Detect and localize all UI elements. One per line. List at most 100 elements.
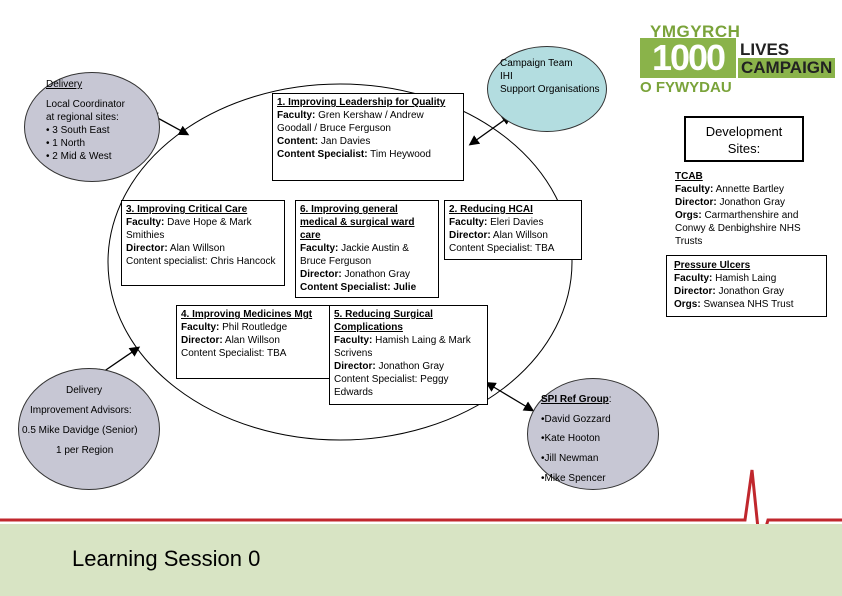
box-title: TCAB (675, 171, 703, 182)
delivery-bottom-line: 0.5 Mike Davidge (Senior) (22, 425, 138, 436)
box-medicines: 4. Improving Medicines Mgt Faculty: Phil… (176, 305, 330, 379)
box-title: 1. Improving Leadership for Quality (277, 97, 446, 108)
faculty-label: Faculty: (300, 243, 339, 254)
delivery-top-circle (24, 72, 160, 182)
faculty-label: Faculty: (277, 110, 316, 121)
director-label: Director: (126, 243, 168, 254)
director-value: Jonathon Gray (715, 286, 785, 297)
faculty-value: Dave Hope & Mark Smithies (126, 217, 252, 241)
director-label: Director: (334, 361, 376, 372)
orgs-label: Orgs: (675, 210, 702, 221)
orgs-label: Orgs: (674, 299, 701, 310)
development-sites-label: Development Sites: (705, 124, 783, 156)
arrow-campaign-team (468, 114, 513, 146)
delivery-bottom-circle (18, 368, 160, 490)
specialist-label: Content Specialist: (277, 149, 368, 160)
delivery-top-title: Delivery (46, 79, 83, 90)
director-value: Alan Willson (222, 335, 280, 346)
box-critical-care: 3. Improving Critical Care Faculty: Dave… (121, 200, 285, 286)
spi-member: •Mike Spencer (541, 473, 606, 484)
logo-bottom-text: O FYWYDAU (640, 79, 732, 96)
pulse-line (0, 469, 842, 549)
faculty-label: Faculty: (675, 184, 714, 195)
pressure-ulcers-box: Pressure Ulcers Faculty: Hamish Laing Di… (666, 255, 827, 317)
delivery-top-line: Local Coordinator (46, 99, 125, 110)
footer-title: Learning Session 0 (72, 546, 261, 571)
faculty-label: Faculty: (181, 322, 220, 333)
faculty-label: Faculty: (126, 217, 165, 228)
delivery-top-line: • 2 Mid & West (46, 151, 112, 162)
footer-band (0, 524, 842, 596)
specialist-value: Julie (390, 282, 417, 293)
faculty-value: Jackie Austin & Bruce Ferguson (300, 243, 409, 267)
faculty-label: Faculty: (449, 217, 488, 228)
logo-top-text: YMGYRCH (650, 22, 741, 41)
delivery-top-line: • 1 North (46, 138, 86, 149)
spi-title: SPI Ref Group: (541, 393, 612, 406)
box-leadership: 1. Improving Leadership for Quality Facu… (272, 93, 464, 181)
director-value: Alan Willson (167, 243, 225, 254)
faculty-label: Faculty: (334, 335, 373, 346)
director-value: Jonathon Gray (716, 197, 786, 208)
box-title: Pressure Ulcers (674, 260, 751, 271)
delivery-top-line: • 3 South East (46, 125, 110, 136)
campaign-team-circle (487, 46, 607, 132)
logo-campaign: CAMPAIGN (738, 58, 836, 78)
box-title: 4. Improving Medicines Mgt (181, 309, 313, 320)
box-surgical: 5. Reducing Surgical Complications Facul… (329, 305, 488, 405)
campaign-team-text: Campaign Team IHI Support Organisations (500, 57, 600, 96)
box-ward-care: 6. Improving general medical & surgical … (295, 200, 439, 298)
faculty-value: Hamish Laing (712, 273, 777, 284)
spi-title-text: SPI Ref Group (541, 394, 609, 405)
delivery-top-line: at regional sites: (46, 112, 119, 123)
director-label: Director: (675, 197, 717, 208)
spi-title-colon: : (608, 394, 612, 405)
specialist-value: Tim Heywood (367, 149, 431, 160)
specialist-value: Content specialist: Chris Hancock (126, 256, 276, 267)
faculty-label: Faculty: (674, 273, 713, 284)
campaign-team-line: Campaign Team (500, 58, 573, 69)
orgs-value: Swansea NHS Trust (700, 299, 794, 310)
box-title: 5. Reducing Surgical Complications (334, 309, 433, 333)
faculty-value: Eleri Davies (487, 217, 544, 228)
spi-member: •David Gozzard (541, 414, 611, 425)
campaign-team-line: IHI (500, 71, 513, 82)
director-label: Director: (449, 230, 491, 241)
orgs-value: Carmarthenshire and Conwy & Denbighshire… (675, 210, 801, 247)
logo-number: 1000 (640, 38, 736, 78)
director-value: Jonathon Gray (341, 269, 411, 280)
box-hcai: 2. Reducing HCAI Faculty: Eleri Davies D… (444, 200, 582, 260)
content-value: Jan Davies (318, 136, 371, 147)
delivery-bottom-title: Delivery (66, 385, 103, 396)
development-sites-box: Development Sites: (684, 116, 804, 162)
tcab-box: TCAB Faculty: Annette Bartley Director: … (670, 168, 820, 254)
programme-ellipse (107, 83, 573, 441)
spi-member: •Jill Newman (541, 453, 599, 464)
content-label: Content: (277, 136, 319, 147)
box-title: 3. Improving Critical Care (126, 204, 248, 215)
delivery-bottom-line: 1 per Region (56, 445, 114, 456)
arrow-spi (485, 381, 535, 412)
director-value: Alan Willson (490, 230, 548, 241)
specialist-label: Content Specialist: (300, 282, 391, 293)
delivery-bottom-line: Improvement Advisors: (30, 405, 132, 416)
director-value: Jonathon Gray (375, 361, 445, 372)
specialist-value: Content Specialist: TBA (449, 243, 555, 254)
spi-circle (527, 378, 659, 490)
delivery-top-text: Local Coordinator at regional sites: • 3… (46, 98, 125, 163)
faculty-value: Gren Kershaw / Andrew Goodall / Bruce Fe… (277, 110, 424, 134)
faculty-value: Hamish Laing & Mark Scrivens (334, 335, 471, 359)
arrow-delivery-top (147, 112, 190, 136)
director-label: Director: (181, 335, 223, 346)
box-title: 6. Improving general medical & surgical … (300, 204, 415, 241)
box-title: 2. Reducing HCAI (449, 204, 533, 215)
logo-lives: LIVES (740, 40, 790, 59)
campaign-team-line: Support Organisations (500, 84, 600, 95)
specialist-value: Content Specialist: TBA (181, 348, 287, 359)
specialist-value: Content Specialist: Peggy Edwards (334, 374, 449, 398)
director-label: Director: (674, 286, 716, 297)
faculty-value: Phil Routledge (219, 322, 288, 333)
spi-member: •Kate Hooton (541, 433, 601, 444)
director-label: Director: (300, 269, 342, 280)
